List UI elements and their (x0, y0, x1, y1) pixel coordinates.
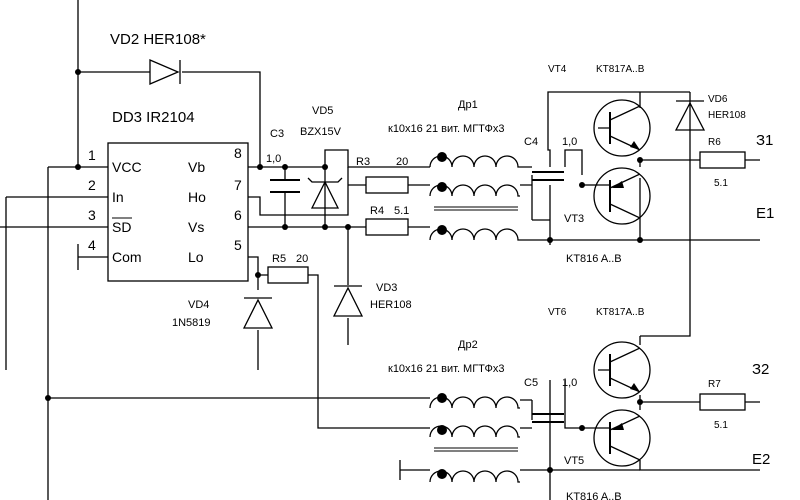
pin-ho-label: Ho (188, 189, 206, 205)
r7-value: 5.1 (714, 420, 728, 431)
r3-value: 20 (396, 156, 408, 168)
diode-vd2: VD2 HER108* (110, 31, 206, 85)
dr1-spec: к10х16 21 вит. МГТФх3 (388, 123, 505, 135)
capacitor-c3: C3 1,0 (266, 128, 300, 193)
vd5-label: VD5 (312, 105, 333, 117)
vt5-label: VT5 (564, 455, 584, 467)
resistor-r3: R3 20 (356, 156, 409, 194)
r5-label: R5 (272, 253, 286, 265)
vt6-label: VT6 (548, 307, 567, 318)
output-z2-label: З2 (752, 361, 769, 378)
transformer-dr2: Др2 к10х16 21 вит. МГТФх3 (388, 339, 520, 483)
resistor-r5: R5 20 (267, 253, 309, 284)
pin-in-label: In (112, 189, 124, 205)
pin-4-num: 4 (88, 237, 96, 253)
vd5-type: BZX15V (300, 126, 342, 138)
resistor-r6: R6 5.1 (699, 137, 746, 189)
r7-label: R7 (708, 379, 721, 390)
vt5-type: KT816 A..B (566, 491, 622, 500)
pin-2-num: 2 (88, 177, 96, 193)
output-e2-label: E2 (752, 451, 770, 468)
pin-com-label: Com (112, 249, 142, 265)
vt3-type: KT816 A..B (566, 253, 622, 265)
vd6-type: HER108 (708, 110, 746, 121)
pin-lo-label: Lo (188, 249, 204, 265)
vt6-type: KT817A..B (596, 307, 645, 318)
vd3-label: VD3 (376, 282, 397, 294)
vd4-type: 1N5819 (172, 317, 211, 329)
dr1-label: Др1 (458, 99, 478, 111)
transistor-vt4: VT4 KT817A..B (548, 64, 651, 157)
r6-value: 5.1 (714, 178, 728, 189)
dr2-label: Др2 (458, 339, 478, 351)
vd6-label: VD6 (708, 94, 728, 105)
pin-5-num: 5 (234, 237, 242, 253)
vt3-label: VT3 (564, 213, 584, 225)
zener-vd5: VD5 BZX15V (300, 105, 343, 209)
r5-value: 20 (296, 253, 308, 265)
transistor-vt3: VT3 KT816 A..B (564, 167, 651, 265)
r4-value: 5.1 (394, 205, 409, 217)
pin-8-num: 8 (234, 145, 242, 161)
resistor-r7: R7 5.1 (699, 379, 746, 431)
c5-label: C5 (524, 377, 538, 389)
output-z1-label: З1 (756, 132, 773, 149)
pin-7-num: 7 (234, 177, 242, 193)
vd4-label: VD4 (188, 299, 209, 311)
pin-vs-label: Vs (188, 219, 204, 235)
vd2-label: VD2 HER108* (110, 31, 206, 48)
pin-sd-label: SD (112, 219, 131, 235)
output-e1-label: E1 (756, 205, 774, 222)
vt4-type: KT817A..B (596, 64, 645, 75)
transistor-vt5: VT5 KT816 A..B (564, 409, 651, 500)
c3-label: C3 (270, 128, 284, 140)
vd3-type: HER108 (370, 299, 412, 311)
diode-vd6: VD6 HER108 (674, 94, 746, 131)
c4-value: 1,0 (562, 136, 577, 148)
transformer-dr1: Др1 к10х16 21 вит. МГТФх3 (388, 99, 520, 241)
pin-1-num: 1 (88, 147, 96, 163)
junctions (45, 69, 643, 473)
pin-3-num: 3 (88, 207, 96, 223)
diode-vd4: VD4 1N5819 (172, 297, 274, 329)
transistor-vt6: VT6 KT817A..B (548, 307, 651, 399)
chip-ir2104: DD3 IR2104 1 VCC 2 In 3 SD 4 Com Vb 8 Ho… (88, 109, 249, 282)
r4-label: R4 (370, 205, 384, 217)
c4-label: C4 (524, 136, 538, 148)
r6-label: R6 (708, 137, 721, 148)
diode-vd3: VD3 HER108 (332, 282, 412, 317)
pin-6-num: 6 (234, 207, 242, 223)
pin-vb-label: Vb (188, 159, 205, 175)
resistor-r4: R4 5.1 (365, 205, 409, 236)
c3-value: 1,0 (266, 153, 281, 165)
capacitor-c5: C5 1,0 (524, 377, 577, 423)
chip-name: DD3 IR2104 (112, 109, 195, 126)
dr2-spec: к10х16 21 вит. МГТФх3 (388, 363, 505, 375)
vt4-label: VT4 (548, 64, 567, 75)
c5-value: 1,0 (562, 377, 577, 389)
r3-label: R3 (356, 156, 370, 168)
capacitor-c4: C4 1,0 (524, 136, 577, 181)
pin-vcc-label: VCC (112, 159, 142, 175)
